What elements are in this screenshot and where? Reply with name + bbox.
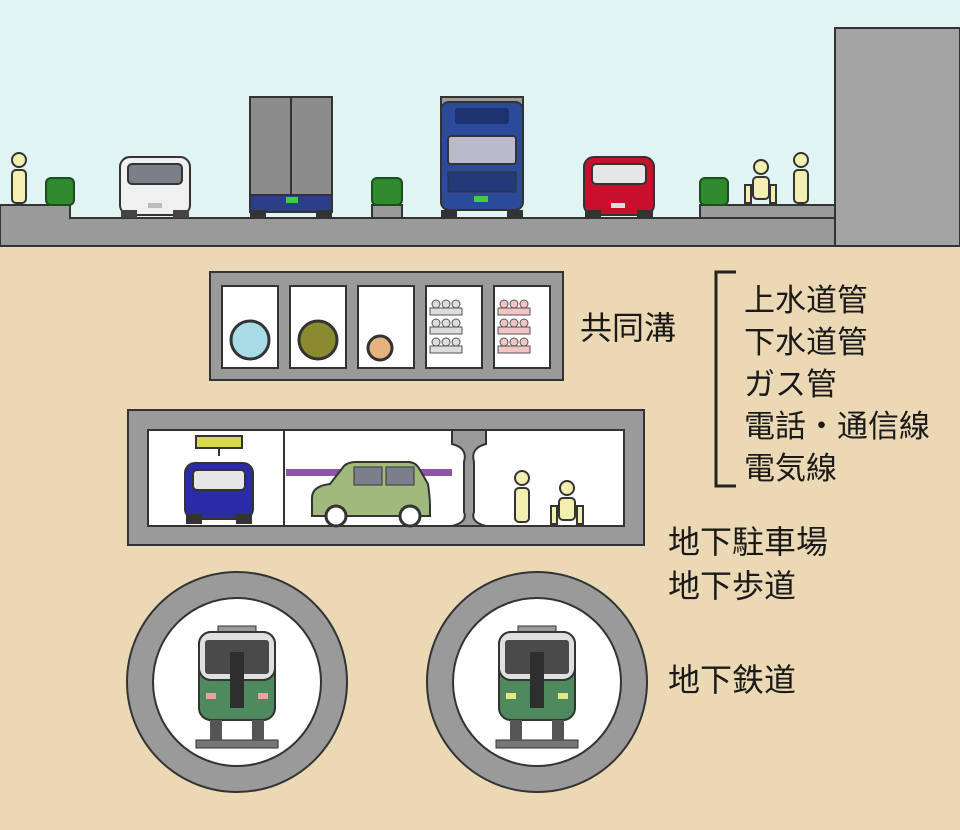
- green-car: [311, 461, 431, 528]
- utility-item-power: 電気線: [744, 451, 837, 487]
- utility-tunnel: [209, 271, 564, 381]
- utility-item-gas: ガス管: [744, 367, 837, 403]
- building: [834, 27, 960, 247]
- pedestrian-left: [11, 152, 27, 204]
- utility-item-telecom: 電話・通信線: [744, 409, 930, 445]
- purple-car: [184, 462, 254, 524]
- pedestrian-right-walking: [793, 152, 809, 204]
- subway-label: 地下鉄道: [668, 661, 797, 699]
- bush-right: [699, 177, 729, 206]
- telecom-cables: [429, 299, 463, 354]
- power-cables: [497, 299, 531, 354]
- utility-item-water: 上水道管: [744, 283, 868, 319]
- bush-median: [371, 177, 403, 206]
- wheelchair-user-surface: [744, 159, 777, 204]
- pedestrian-underground: [514, 470, 530, 523]
- bush-left: [45, 177, 75, 206]
- utility-tunnel-label: 共同溝: [580, 309, 677, 347]
- utility-bracket: [714, 270, 736, 488]
- white-car: [119, 156, 191, 218]
- sewer-pipe: [297, 319, 339, 361]
- water-pipe: [229, 319, 271, 361]
- grey-truck: [249, 96, 333, 218]
- underground-parking-label: 地下駐車場: [668, 523, 829, 561]
- parking-walkway-labels: 地下駐車場 地下歩道: [668, 520, 828, 608]
- utility-item-sewer: 下水道管: [744, 325, 868, 361]
- red-car: [583, 156, 655, 218]
- utility-list: 上水道管 下水道管 ガス管 電話・通信線 電気線: [744, 280, 930, 490]
- subway-train-left: [198, 625, 276, 740]
- wheelchair-user-underground: [550, 480, 584, 525]
- sidewalk-right: [699, 204, 836, 219]
- subway-train-right: [498, 625, 576, 740]
- parking-sign: [195, 435, 243, 449]
- blue-truck: [440, 96, 524, 218]
- median-strip: [371, 204, 403, 219]
- gas-pipe: [366, 334, 394, 362]
- underground-walkway-label: 地下歩道: [668, 567, 797, 605]
